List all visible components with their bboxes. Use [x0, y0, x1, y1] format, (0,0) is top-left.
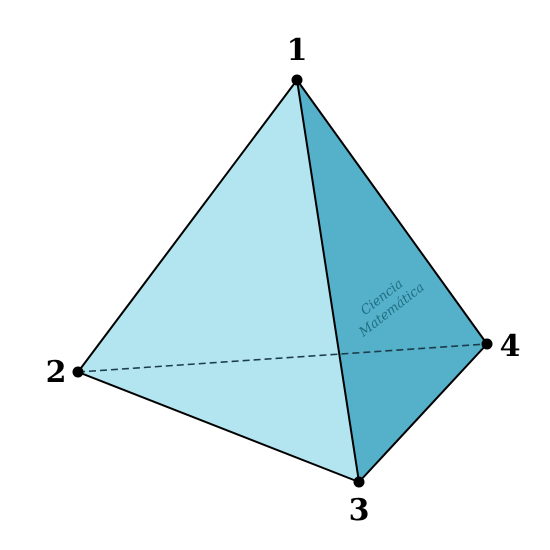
edge-1-4 — [296, 79, 488, 345]
edge-3-4 — [358, 343, 488, 483]
vertex-dot-1 — [291, 74, 303, 86]
vertex-dot-2 — [72, 366, 84, 378]
edge-1-2 — [77, 79, 298, 373]
vertex-label-2: 2 — [46, 355, 67, 390]
vertex-dot-3 — [353, 476, 365, 488]
edge-2-3 — [77, 371, 360, 483]
edge-1-3 — [296, 79, 360, 483]
vertex-label-3: 3 — [349, 493, 370, 528]
vertex-dot-4 — [481, 338, 493, 350]
vertex-label-1: 1 — [287, 33, 308, 68]
vertex-label-4: 4 — [500, 329, 521, 364]
hidden-edge-2-4 — [77, 343, 488, 373]
front-face — [78, 80, 359, 482]
